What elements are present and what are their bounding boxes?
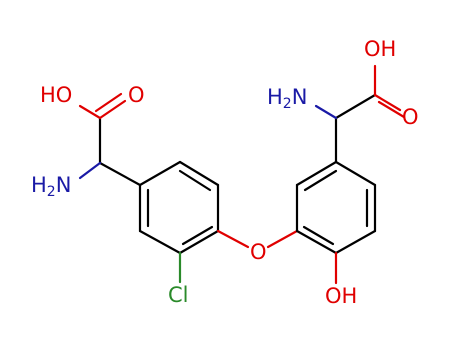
atom-label-ether-o: O <box>250 240 267 264</box>
bond <box>266 229 299 249</box>
bond <box>377 100 406 119</box>
bond <box>334 160 377 187</box>
atom-label-right-carbonyl-o: O <box>402 105 419 129</box>
left-side-chain <box>78 92 142 187</box>
bond <box>216 229 250 249</box>
bond <box>373 93 402 112</box>
right-ring <box>295 160 377 255</box>
bond <box>78 104 102 120</box>
atom-label-chloro: Cl <box>168 283 189 307</box>
bond <box>181 225 214 246</box>
atom-label-right-amine: H2N <box>267 85 307 112</box>
bond <box>295 229 338 255</box>
atom-label-left-acid-oh: HO <box>40 83 72 107</box>
bond <box>138 160 182 187</box>
bond <box>178 229 220 255</box>
atom-label-right-hydroxyl: OH <box>325 284 357 308</box>
bond <box>98 99 127 120</box>
atom-label-right-acid-oh: OH <box>364 37 396 61</box>
bond <box>295 160 338 187</box>
bond <box>334 229 377 255</box>
bond <box>94 92 123 113</box>
right-side-chain <box>314 64 406 164</box>
bond <box>178 169 212 192</box>
bond <box>138 229 182 255</box>
atom-label-left-amine: H2N <box>31 173 71 200</box>
left-ring <box>138 160 220 255</box>
bond <box>314 104 338 120</box>
bond <box>334 93 377 120</box>
atom-label-left-carbonyl-o: O <box>128 83 145 107</box>
bond <box>302 225 335 246</box>
bond <box>78 161 102 180</box>
bond <box>303 169 338 192</box>
bond <box>98 161 142 187</box>
bond <box>178 160 220 187</box>
